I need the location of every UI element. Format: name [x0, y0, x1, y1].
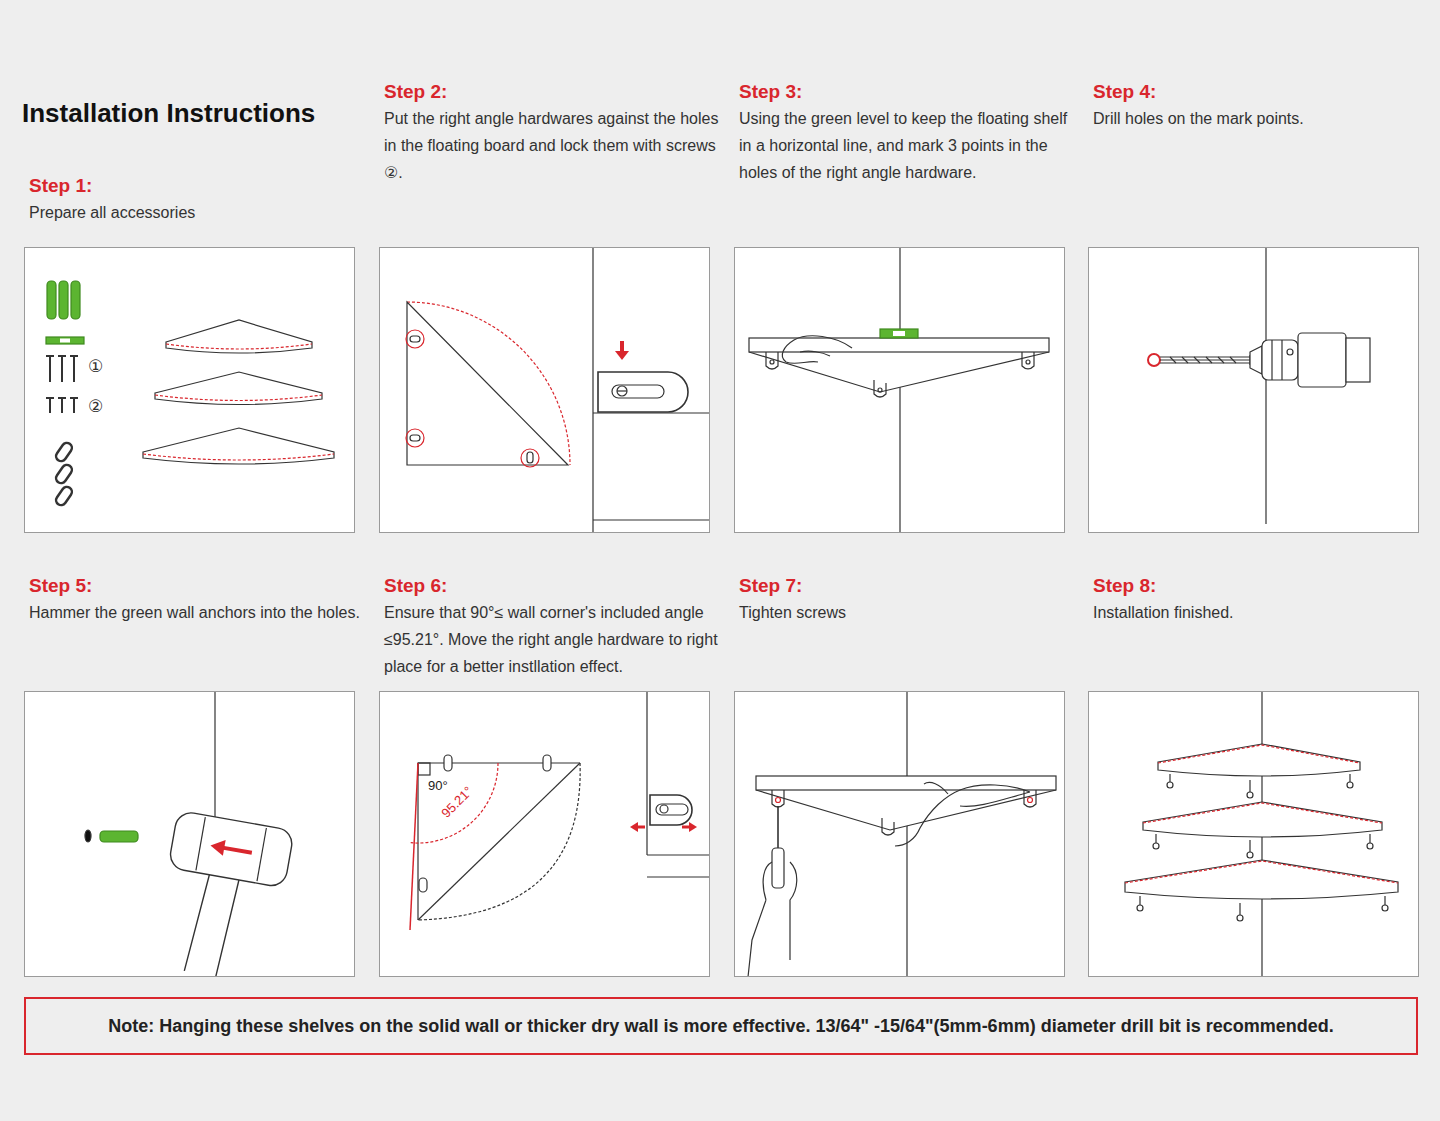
step-heading: Step 5: [29, 573, 371, 599]
step-heading: Step 2: [384, 79, 726, 105]
step-description: Tighten screws [739, 599, 1081, 626]
step-description: Prepare all accessories [29, 199, 371, 226]
step-heading: Step 1: [29, 173, 371, 199]
step-panel: Step 6:Ensure that 90°≤ wall corner's in… [379, 691, 710, 977]
step-text: Step 8:Installation finished. [1093, 573, 1435, 626]
step-panel: Step 7:Tighten screws [734, 691, 1065, 977]
callout-number: ② [88, 398, 103, 415]
step-panel: Step 1:Prepare all accessories [24, 247, 355, 533]
step-heading: Step 7: [739, 573, 1081, 599]
step-panel: Step 3:Using the green level to keep the… [734, 247, 1065, 533]
step-description: Put the right angle hardwares against th… [384, 105, 726, 186]
step-heading: Step 3: [739, 79, 1081, 105]
step-description: Hammer the green wall anchors into the h… [29, 599, 371, 626]
step-description: Drill holes on the mark points. [1093, 105, 1435, 132]
step-description: Using the green level to keep the floati… [739, 105, 1081, 186]
note-box: Note: Hanging these shelves on the solid… [24, 997, 1418, 1055]
step-panel: Step 2:Put the right angle hardwares aga… [379, 247, 710, 533]
angle-label: 90° [428, 779, 448, 792]
step-panel: Step 8:Installation finished. [1088, 691, 1419, 977]
step-heading: Step 4: [1093, 79, 1435, 105]
step-description: Ensure that 90°≤ wall corner's included … [384, 599, 726, 680]
callout-number: ① [88, 358, 103, 375]
step-text: Step 3:Using the green level to keep the… [739, 79, 1081, 186]
step-panel: Step 4:Drill holes on the mark points. [1088, 247, 1419, 533]
step-text: Step 1:Prepare all accessories [29, 173, 371, 226]
step-text: Step 4:Drill holes on the mark points. [1093, 79, 1435, 132]
step-text: Step 7:Tighten screws [739, 573, 1081, 626]
step-heading: Step 8: [1093, 573, 1435, 599]
diagram-title: Installation Instructions [22, 98, 315, 129]
step-heading: Step 6: [384, 573, 726, 599]
step-text: Step 6:Ensure that 90°≤ wall corner's in… [384, 573, 726, 680]
step-description: Installation finished. [1093, 599, 1435, 626]
step-text: Step 5:Hammer the green wall anchors int… [29, 573, 371, 626]
step-text: Step 2:Put the right angle hardwares aga… [384, 79, 726, 186]
step-panel: Step 5:Hammer the green wall anchors int… [24, 691, 355, 977]
note-text: Note: Hanging these shelves on the solid… [96, 1006, 1345, 1046]
